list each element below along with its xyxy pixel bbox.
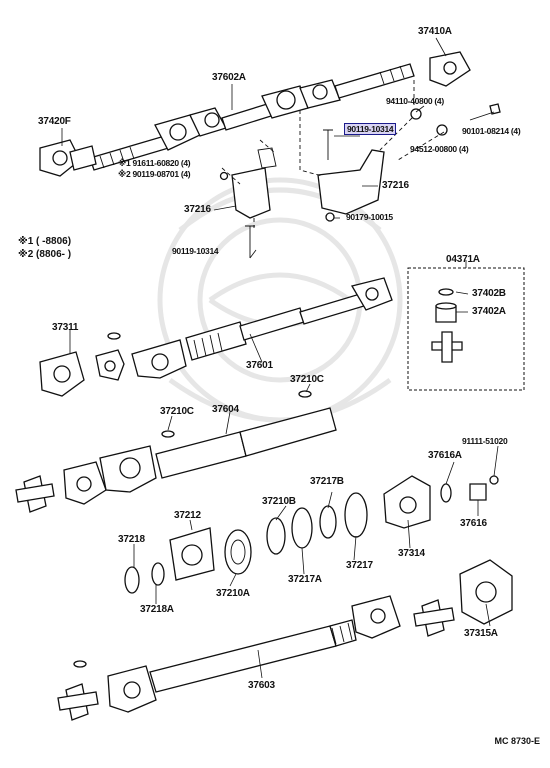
label-90119-10314-highlighted[interactable]: 90119-10314: [343, 123, 397, 135]
label-37212: 37212: [174, 510, 201, 521]
label-91111-51020: 91111-51020: [462, 436, 508, 446]
label-37402A: 37402A: [472, 306, 506, 317]
note-2: ※2 (8806- ): [18, 249, 72, 260]
label-04371A: 04371A: [446, 254, 480, 265]
label-37410A: 37410A: [418, 26, 452, 37]
middle-shaft-assembly: [39, 277, 393, 397]
kit-box: [407, 260, 525, 391]
label-37218: 37218: [118, 534, 145, 545]
lower-shaft-assembly: [57, 559, 513, 721]
highlight-box: 90119-10314: [343, 123, 397, 135]
label-37217: 37217: [346, 560, 373, 571]
label-37616A: 37616A: [428, 450, 462, 461]
diagram-code: MC 8730-E: [494, 736, 540, 746]
label-37218A: 37218A: [140, 604, 174, 615]
slip-shaft-assembly: [15, 390, 499, 529]
label-37210C-lower: 37210C: [160, 406, 194, 417]
label-37311: 37311: [52, 322, 79, 333]
leader-lines: [61, 37, 499, 679]
label-90101-08214: 90101-08214 (4): [462, 126, 521, 136]
label-37314: 37314: [398, 548, 425, 559]
label-37216-left: 37216: [184, 204, 211, 215]
label-37604: 37604: [212, 404, 239, 415]
label-37315A: 37315A: [464, 628, 498, 639]
label-37210A: 37210A: [216, 588, 250, 599]
label-37210B: 37210B: [262, 496, 296, 507]
label-37420F: 37420F: [38, 116, 71, 127]
label-37217A: 37217A: [288, 574, 322, 585]
label-90179-10015: 90179-10015: [346, 212, 393, 222]
label-91611-60820: ※1 91611-60820 (4): [118, 158, 191, 168]
label-37402B: 37402B: [472, 288, 506, 299]
upper-shaft-assembly: [39, 51, 501, 258]
label-37216-right: 37216: [382, 180, 409, 191]
label-37603: 37603: [248, 680, 275, 691]
label-37602A: 37602A: [212, 72, 246, 83]
note-1: ※1 ( -8806): [18, 236, 72, 247]
label-94110-40800: 94110-40800 (4): [386, 96, 444, 106]
label-94512-00800: 94512-00800 (4): [410, 144, 469, 154]
bearing-seal-row: [124, 492, 368, 594]
label-90119-10314-lower: 90119-10314: [172, 246, 219, 256]
label-90119-08701: ※2 90119-08701 (4): [118, 169, 191, 179]
label-37217B: 37217B: [310, 476, 344, 487]
label-37616: 37616: [460, 518, 487, 529]
label-37210C-upper: 37210C: [290, 374, 324, 385]
label-37601: 37601: [246, 360, 273, 371]
